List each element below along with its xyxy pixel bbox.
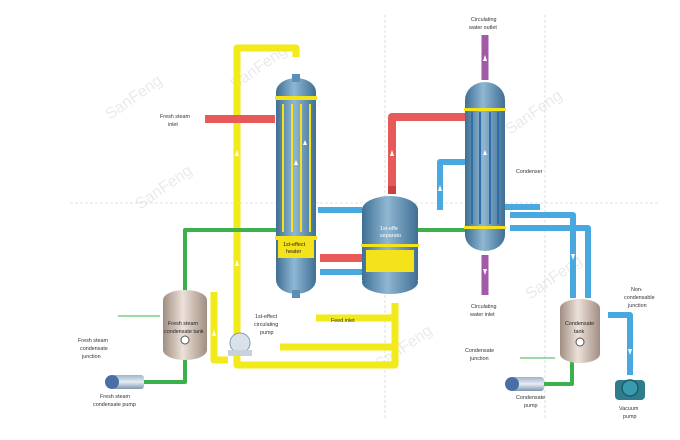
vacuum-pump — [615, 379, 645, 400]
svg-text:pump: pump — [260, 330, 274, 336]
label-fresh-steam-inlet: Fresh steam inlet — [160, 114, 190, 128]
steam-pipes — [205, 113, 465, 262]
first-effect-separator — [361, 186, 419, 294]
label-vacuum-pump: Vacuum pump — [619, 406, 639, 420]
label-first-effect-heater: 1st-effect heater — [283, 242, 306, 255]
label-circulating-water-outlet: Circulating water outlet — [468, 17, 497, 31]
svg-text:inlet: inlet — [168, 122, 178, 128]
svg-text:Condensate: Condensate — [465, 348, 494, 354]
condensate-tank — [560, 299, 600, 363]
condensate-pipes — [118, 228, 574, 386]
svg-text:junction: junction — [469, 356, 489, 362]
condenser — [464, 82, 506, 251]
flow-arrows — [212, 55, 632, 355]
svg-text:1st-effe: 1st-effe — [380, 226, 398, 232]
svg-text:tank: tank — [574, 329, 584, 335]
label-fresh-steam-condensate-tank: Fresh steam condensate tank — [164, 321, 204, 335]
svg-text:condensate: condensate — [80, 346, 108, 352]
svg-text:SanFeng: SanFeng — [523, 252, 586, 303]
label-circulating-water-inlet: Circulating water inlet — [469, 304, 496, 318]
svg-text:condensate tank: condensate tank — [164, 329, 204, 335]
svg-text:Non-: Non- — [631, 287, 643, 293]
fresh-steam-condensate-tank — [163, 290, 207, 360]
label-condensate-junction: Condensate junction — [465, 348, 494, 362]
first-effect-circulating-pump — [228, 332, 252, 356]
svg-text:Condensate: Condensate — [516, 395, 545, 401]
svg-text:separato: separato — [380, 233, 401, 239]
condensate-pump — [505, 377, 544, 391]
label-first-effect-separator: 1st-effe separato — [380, 226, 401, 239]
svg-text:Circulating: Circulating — [471, 304, 496, 310]
svg-text:Circulating: Circulating — [471, 17, 496, 23]
water-pipes — [318, 159, 633, 375]
svg-text:circulating: circulating — [254, 322, 278, 328]
svg-text:junction: junction — [627, 303, 647, 309]
fresh-steam-condensate-pump — [105, 375, 144, 389]
label-fresh-steam-condensate-pump: Fresh steam condensate pump — [93, 394, 136, 408]
svg-text:1st-effect: 1st-effect — [283, 242, 306, 248]
svg-text:water outlet: water outlet — [468, 25, 497, 31]
svg-text:Fresh steam: Fresh steam — [78, 338, 108, 344]
label-condensate-tank: Condensate tank — [565, 321, 594, 335]
label-condenser: Condenser — [516, 169, 543, 175]
label-condensate-pump: Condensate pump — [516, 395, 545, 409]
label-first-effect-circulating-pump: 1st-effect circulating pump — [254, 314, 278, 336]
svg-text:1st-effect: 1st-effect — [255, 314, 278, 320]
svg-text:pump: pump — [524, 403, 538, 409]
label-feed-inlet: Feed inlet — [331, 318, 355, 324]
svg-text:heater: heater — [286, 249, 301, 255]
svg-text:Fresh steam: Fresh steam — [168, 321, 198, 327]
svg-text:junction: junction — [81, 354, 101, 360]
svg-text:water inlet: water inlet — [469, 312, 495, 318]
svg-text:Fresh steam: Fresh steam — [160, 114, 190, 120]
svg-text:condensate pump: condensate pump — [93, 402, 136, 408]
label-fresh-steam-condensate-junction: Fresh steam condensate junction — [78, 338, 108, 360]
svg-text:pump: pump — [623, 414, 637, 420]
svg-text:Fresh steam: Fresh steam — [100, 394, 130, 400]
label-non-condensable-junction: Non- condensable junction — [624, 287, 655, 309]
svg-text:SanFeng: SanFeng — [503, 87, 566, 138]
svg-text:condensable: condensable — [624, 295, 655, 301]
first-effect-heater — [275, 74, 317, 298]
svg-text:SanFeng: SanFeng — [103, 72, 166, 123]
svg-text:SanFeng: SanFeng — [133, 162, 196, 213]
svg-text:Vacuum: Vacuum — [619, 406, 639, 412]
svg-text:Condensate: Condensate — [565, 321, 594, 327]
